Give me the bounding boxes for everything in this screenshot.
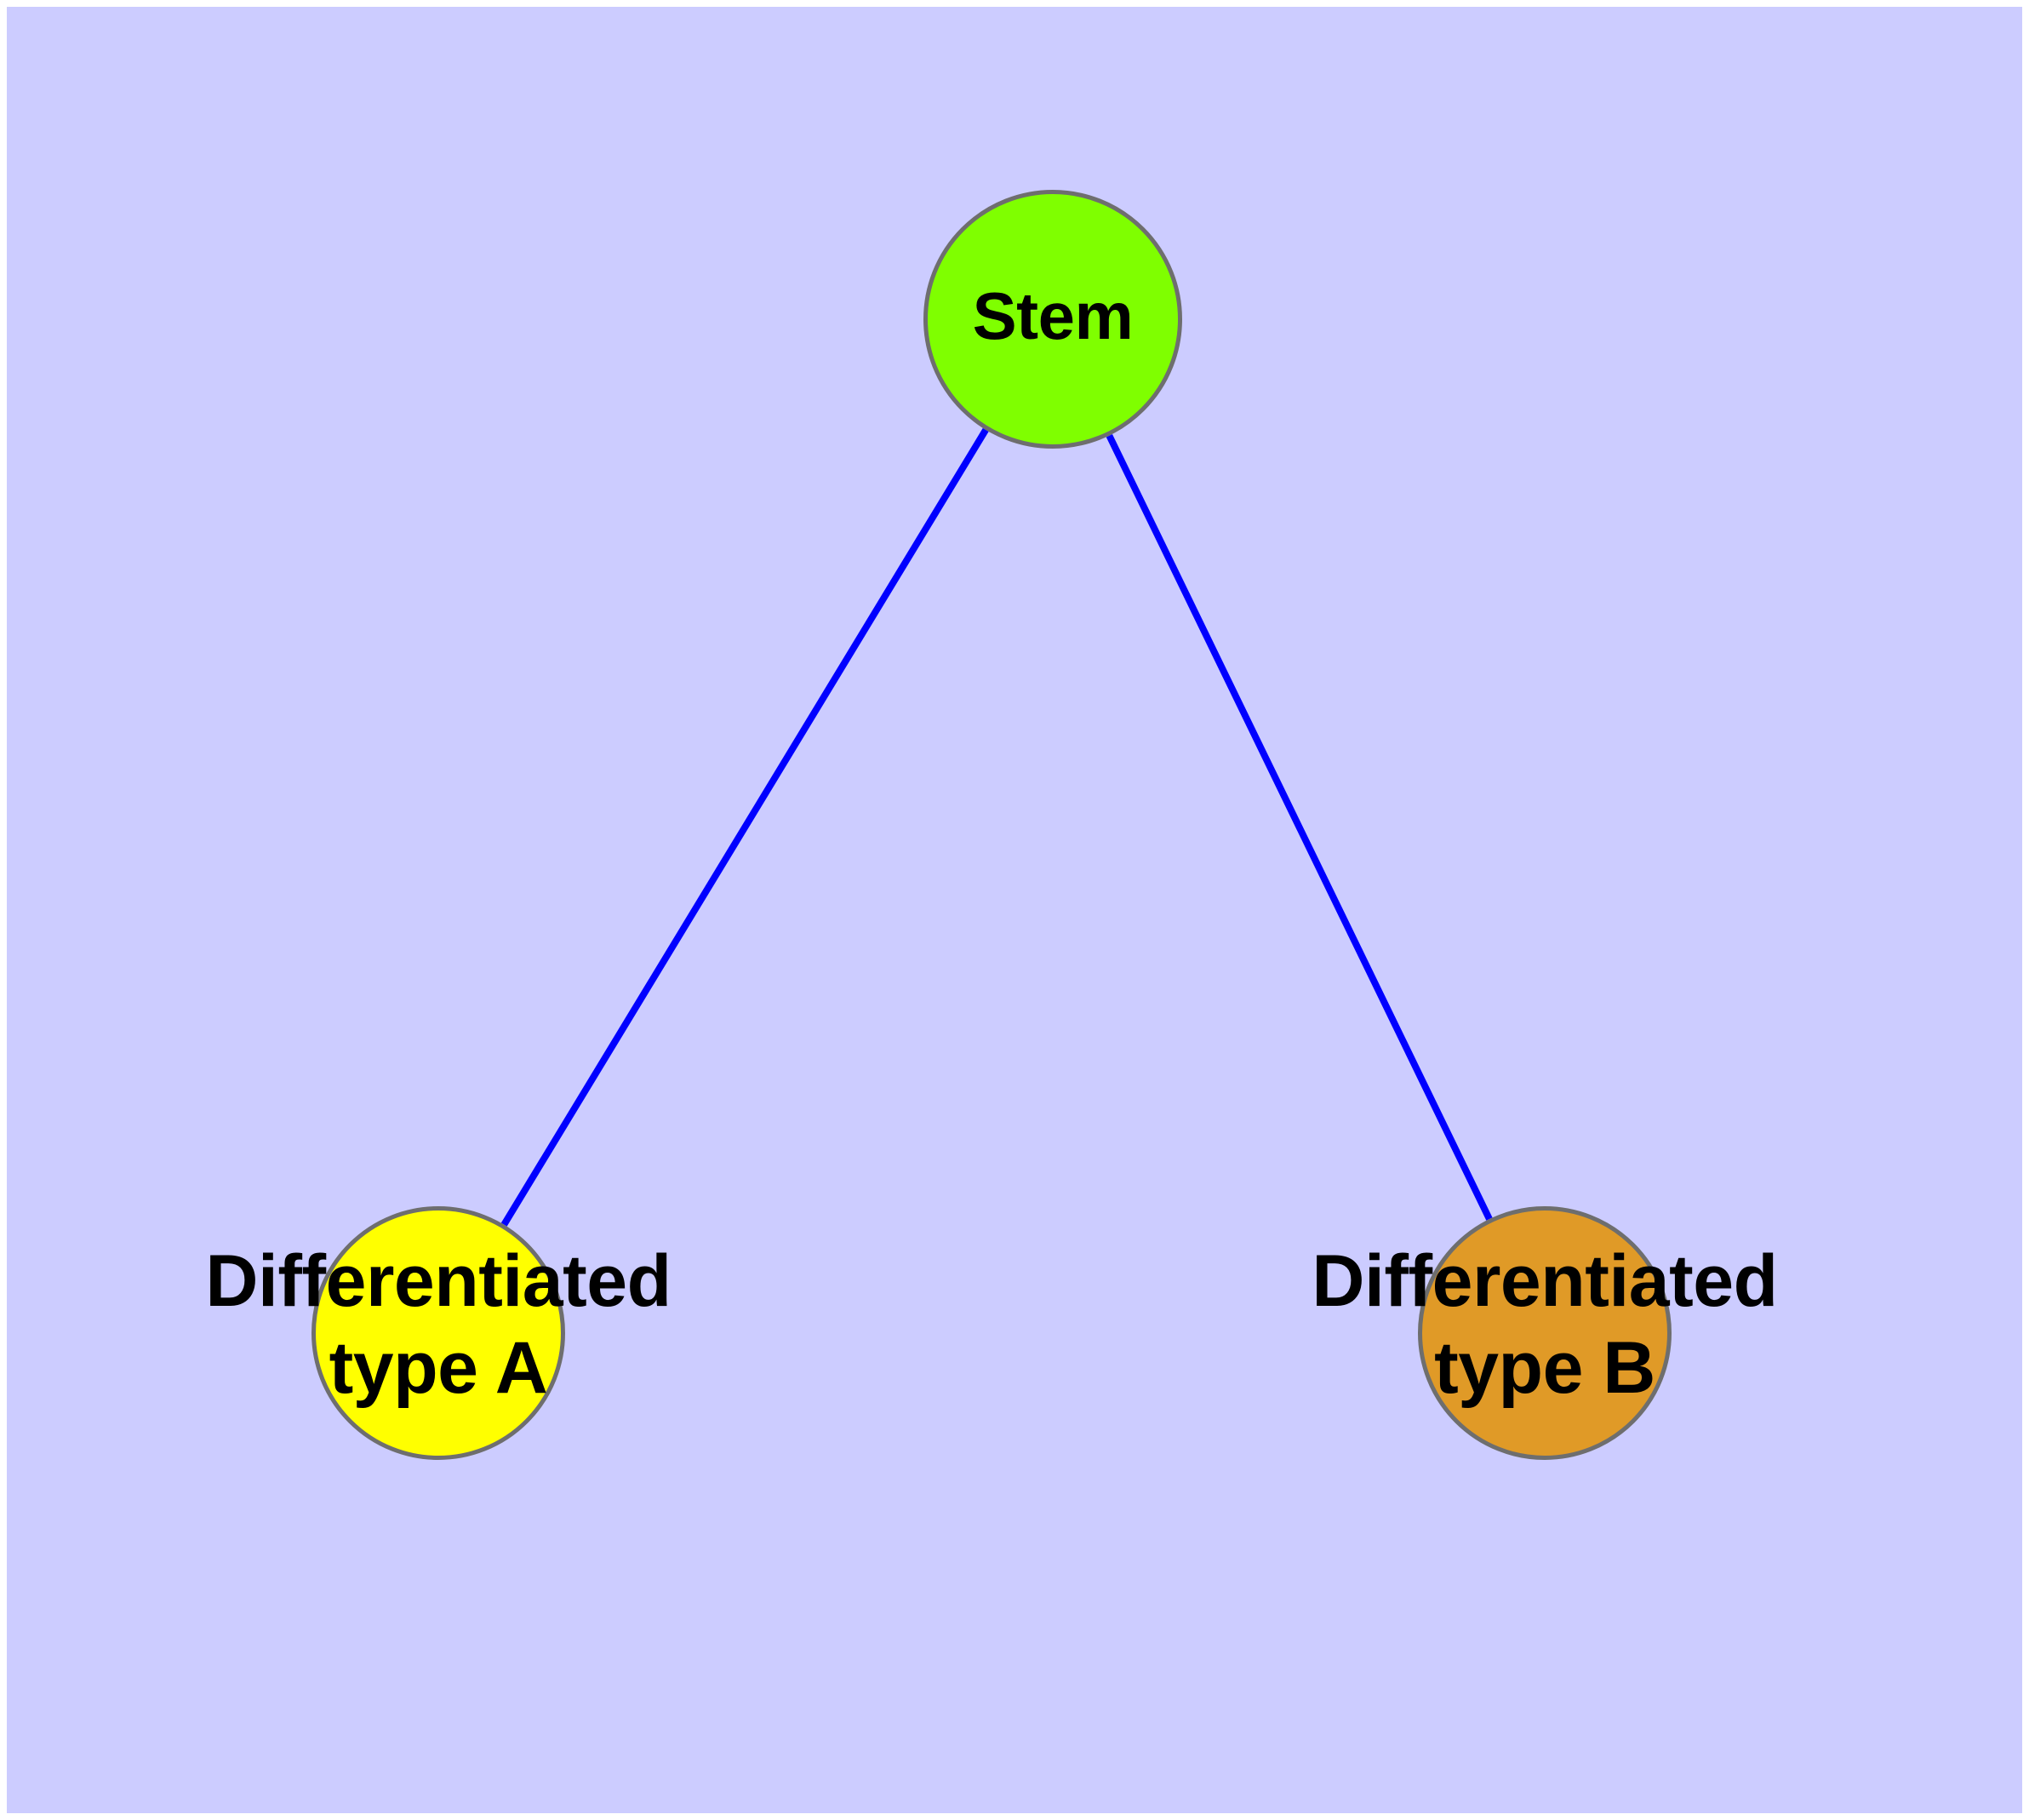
edge-layer — [500, 427, 1493, 1227]
node-differentiated-type-b[interactable] — [1418, 1206, 1672, 1460]
edge-stem-to-diff_a[interactable] — [500, 427, 989, 1227]
node-stem[interactable] — [923, 190, 1182, 449]
edge-stem-to-diff_b[interactable] — [1106, 434, 1493, 1221]
node-differentiated-type-a[interactable] — [311, 1206, 565, 1460]
node-layer — [311, 190, 1672, 1460]
